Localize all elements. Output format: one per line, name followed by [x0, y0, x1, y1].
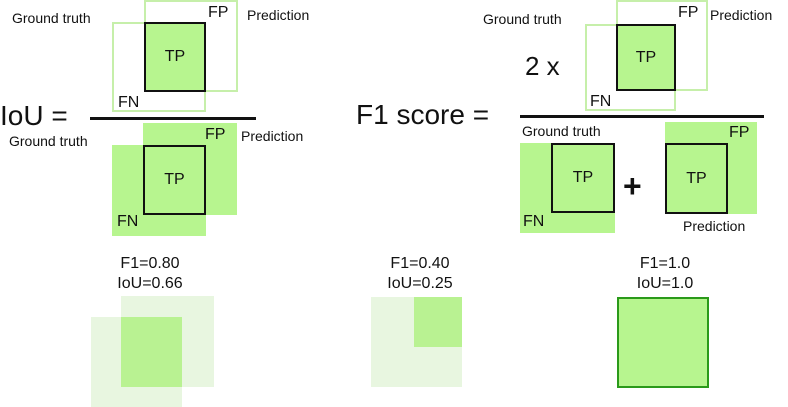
f1-den-ground-truth-label: Ground truth: [522, 123, 601, 139]
f1-plus-sign: +: [623, 168, 642, 204]
example-2-f1-label: F1=0.40: [390, 255, 450, 272]
iou-den-tp-box: TP: [143, 145, 206, 215]
example-2-box-inner: [414, 297, 462, 347]
example-1-f1-label: F1=0.80: [120, 255, 180, 272]
iou-num-tp-box: TP: [144, 22, 206, 92]
iou-lhs-label: IoU =: [0, 100, 68, 131]
iou-num-fp-label: FP: [208, 4, 229, 21]
f1-multiplier-label: 2 x: [525, 51, 560, 81]
iou-num-tp-label: TP: [164, 48, 186, 65]
example-3-iou-label: IoU=1.0: [636, 275, 694, 292]
example-3-f1-label: F1=1.0: [639, 255, 691, 272]
iou-den-fp-label: FP: [205, 126, 226, 143]
f1-num-tp-box: TP: [616, 24, 676, 91]
iou-den-tp-label: TP: [164, 171, 185, 188]
f1-lhs-label: F1 score =: [356, 99, 490, 130]
example-1-overlap: [121, 317, 182, 387]
iou-den-ground-truth-label: Ground truth: [9, 133, 88, 149]
f1-fraction-bar: [520, 115, 764, 118]
f1-den-left-tp-label: TP: [572, 169, 594, 186]
f1-num-ground-truth-label: Ground truth: [483, 11, 562, 27]
f1-num-prediction-label: Prediction: [710, 7, 773, 23]
f1-num-fp-label: FP: [678, 4, 699, 21]
example-2-iou-label: IoU=0.25: [387, 275, 453, 292]
f1-num-fn-label: FN: [590, 93, 612, 110]
iou-num-ground-truth-label: Ground truth: [12, 10, 91, 26]
f1-den-right-tp-box: TP: [665, 143, 728, 214]
example-1-iou-label: IoU=0.66: [117, 275, 183, 292]
f1-den-fn-label: FN: [523, 213, 545, 230]
example-3-box: [617, 297, 709, 388]
f1-num-tp-label: TP: [635, 48, 657, 66]
f1-den-prediction-label: Prediction: [683, 218, 746, 234]
iou-den-fn-label: FN: [117, 213, 139, 230]
f1-den-left-tp-box: TP: [551, 143, 615, 213]
iou-fraction-bar: [90, 117, 256, 120]
f1-den-right-tp-label: TP: [686, 169, 707, 187]
f1-den-fp-label: FP: [729, 124, 750, 141]
iou-num-prediction-label: Prediction: [247, 7, 310, 23]
iou-den-prediction-label: Prediction: [241, 128, 304, 144]
iou-num-fn-label: FN: [118, 94, 140, 111]
